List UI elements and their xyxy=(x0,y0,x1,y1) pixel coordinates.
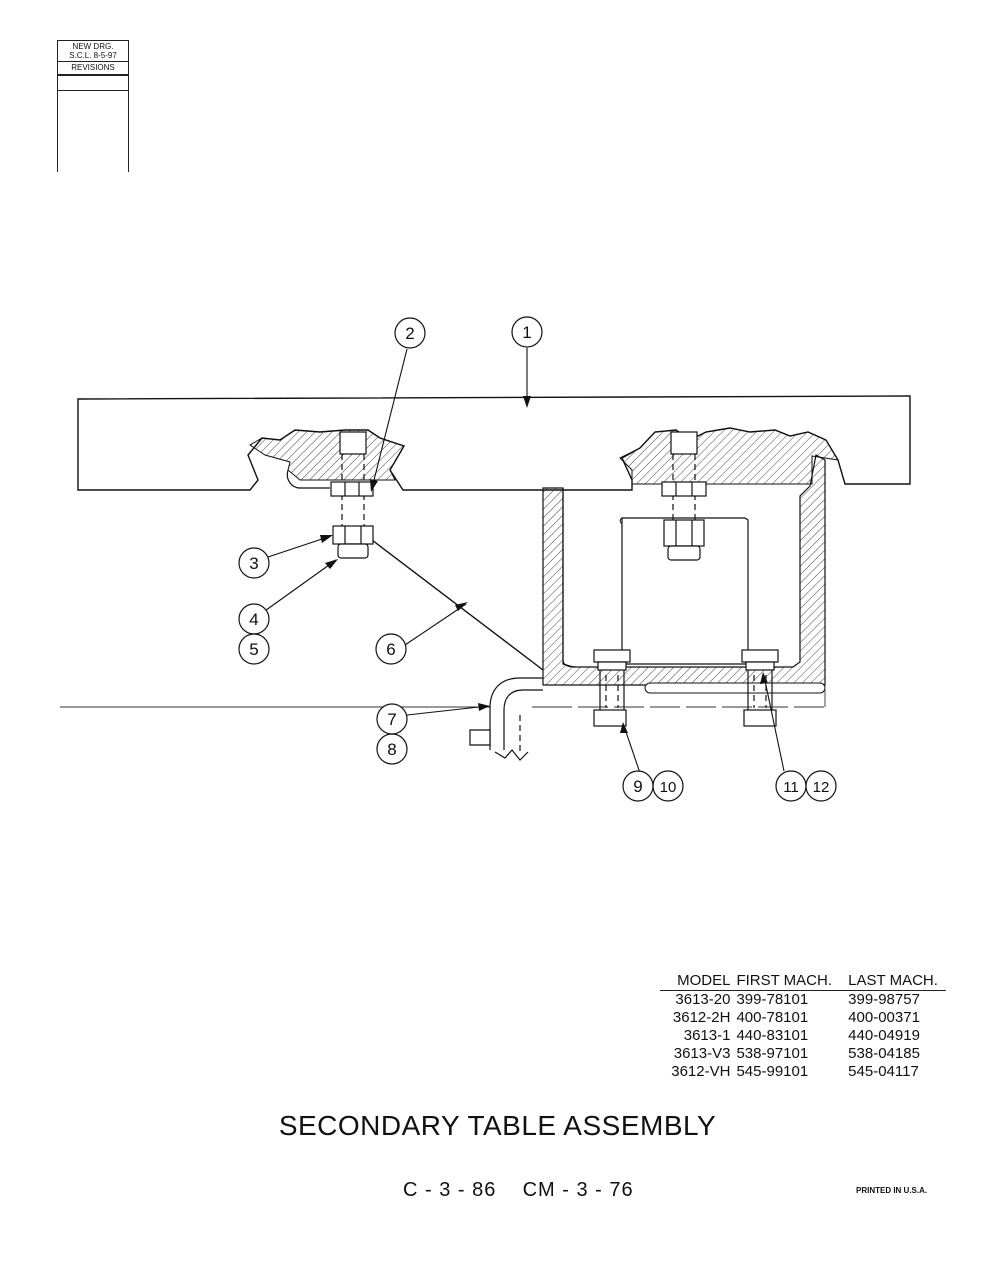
left-stud xyxy=(330,431,374,559)
revision-new-drawing: NEW DRG. xyxy=(72,42,114,51)
callout-label-3: 3 xyxy=(249,554,258,573)
cell-last: 400-00371 xyxy=(848,1009,920,1026)
table-row: 3612-VH 545-99101 545-04117 xyxy=(660,1063,946,1081)
revisions-label: REVISIONS xyxy=(58,62,128,76)
callout-10 xyxy=(652,770,684,802)
callout-label-5: 5 xyxy=(249,640,258,659)
revision-block: NEW DRG. S.C.L. 8-5-97 REVISIONS xyxy=(57,40,129,172)
drawing-codes: C - 3 - 86 CM - 3 - 76 xyxy=(403,1179,634,1201)
callout-label-2: 2 xyxy=(405,324,414,343)
printed-in-usa: PRINTED IN U.S.A. xyxy=(856,1186,928,1195)
callout-5 xyxy=(238,633,270,665)
header-model: MODEL xyxy=(677,972,731,989)
bolt-9-10 xyxy=(593,649,631,727)
right-boss-section xyxy=(619,427,839,485)
callout-label-10: 10 xyxy=(660,779,677,796)
callout-label-1: 1 xyxy=(522,323,531,342)
callout-8 xyxy=(376,733,408,765)
table-row: 3612-2H 400-78101 400-00371 xyxy=(660,1009,946,1027)
cell-model: 3613-20 xyxy=(675,991,731,1008)
table-row: 3613-20 399-78101 399-98757 xyxy=(660,991,946,1009)
cell-model: 3612-VH xyxy=(671,1063,731,1080)
cell-first: 538-97101 xyxy=(736,1045,809,1062)
callout-label-7: 7 xyxy=(387,710,396,729)
callout-label-12: 12 xyxy=(813,779,830,796)
table-header: MODEL FIRST MACH. LAST MACH. xyxy=(660,972,946,991)
callout-label-9: 9 xyxy=(633,777,642,796)
model-serial-table: MODEL FIRST MACH. LAST MACH. 3613-20 399… xyxy=(660,972,946,1081)
callout-label-8: 8 xyxy=(387,740,396,759)
callout-3 xyxy=(238,547,270,579)
callout-label-6: 6 xyxy=(386,640,395,659)
callout-12 xyxy=(805,770,837,802)
revision-header: NEW DRG. S.C.L. 8-5-97 xyxy=(58,41,128,62)
cell-model: 3613-1 xyxy=(683,1027,731,1044)
cell-last: 440-04919 xyxy=(848,1027,920,1044)
cell-model: 3612-2H xyxy=(672,1009,731,1026)
callout-1 xyxy=(511,316,543,348)
table-row: 3613-V3 538-97101 538-04185 xyxy=(660,1045,946,1063)
header-first-mach: FIRST MACH. xyxy=(736,972,833,989)
revision-blank-row xyxy=(58,76,128,91)
cell-model: 3613-V3 xyxy=(673,1045,731,1062)
channel-bracket xyxy=(542,454,826,686)
callout-label-4: 4 xyxy=(249,610,258,629)
drawing-title: SECONDARY TABLE ASSEMBLY xyxy=(278,1110,717,1141)
cell-last: 399-98757 xyxy=(848,991,920,1008)
hook-bracket xyxy=(469,677,543,761)
cell-last: 545-04117 xyxy=(848,1063,919,1080)
callout-label-11: 11 xyxy=(783,779,799,796)
cell-first: 399-78101 xyxy=(736,991,809,1008)
cell-first: 440-83101 xyxy=(736,1027,809,1044)
cell-first: 545-99101 xyxy=(736,1063,809,1080)
right-stud xyxy=(661,431,707,561)
callout-2 xyxy=(394,317,426,349)
cell-last: 538-04185 xyxy=(848,1045,920,1062)
callout-6 xyxy=(375,633,407,665)
callout-circles xyxy=(238,316,837,802)
revision-author-date: S.C.L. 8-5-97 xyxy=(69,51,117,60)
table-row: 3613-1 440-83101 440-04919 xyxy=(660,1027,946,1045)
cell-first: 400-78101 xyxy=(736,1009,809,1026)
header-last-mach: LAST MACH. xyxy=(848,972,938,989)
